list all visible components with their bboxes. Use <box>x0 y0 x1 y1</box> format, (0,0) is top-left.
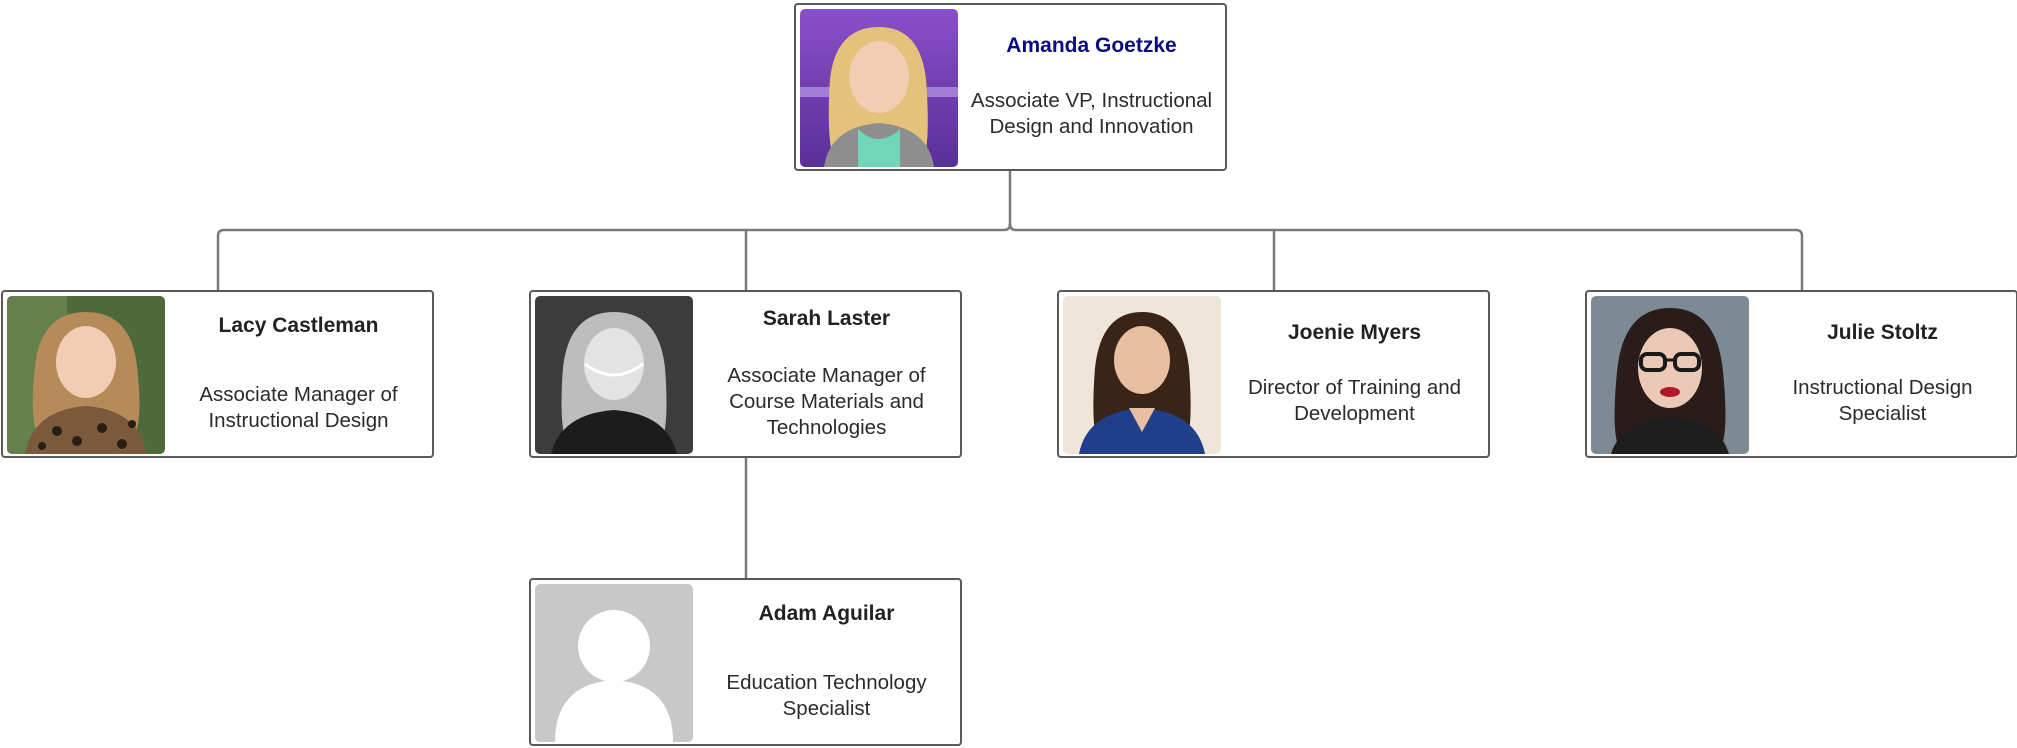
person-name: Lacy Castleman <box>218 314 379 337</box>
portrait-photo <box>535 296 693 454</box>
person-role: Education Technology Specialist <box>726 671 927 720</box>
person-name: Julie Stoltz <box>1827 321 1938 344</box>
portrait-photo <box>7 296 165 454</box>
org-card-sarah-laster[interactable]: Sarah Laster Associate Manager of Course… <box>529 290 962 458</box>
portrait-photo <box>800 9 958 167</box>
connector-branch-bar <box>216 223 1804 290</box>
person-name: Sarah Laster <box>762 307 891 330</box>
org-card-julie-stoltz[interactable]: Julie Stoltz Instructional Design Specia… <box>1585 290 2017 458</box>
placeholder-avatar-icon <box>535 584 693 742</box>
person-role: Associate Manager of Instructional Desig… <box>199 383 398 432</box>
portrait-photo <box>1063 296 1221 454</box>
person-role: Associate VP, Instructional Design and I… <box>970 89 1213 138</box>
person-role: Associate Manager of Course Materials an… <box>727 364 926 439</box>
org-card-adam-aguilar[interactable]: Adam Aguilar Education Technology Specia… <box>529 578 962 746</box>
person-name: Adam Aguilar <box>758 602 895 625</box>
org-card-joenie-myers[interactable]: Joenie Myers Director of Training and De… <box>1057 290 1490 458</box>
org-card-amanda-goetzke[interactable]: Amanda Goetzke Associate VP, Instruction… <box>794 3 1227 171</box>
portrait-photo <box>1591 296 1749 454</box>
person-role: Instructional Design Specialist <box>1792 376 1973 425</box>
person-name: Amanda Goetzke <box>1006 34 1177 57</box>
person-role: Director of Training and Development <box>1247 376 1462 425</box>
person-name: Joenie Myers <box>1287 321 1422 344</box>
org-card-lacy-castleman[interactable]: Lacy Castleman Associate Manager of Inst… <box>1 290 434 458</box>
